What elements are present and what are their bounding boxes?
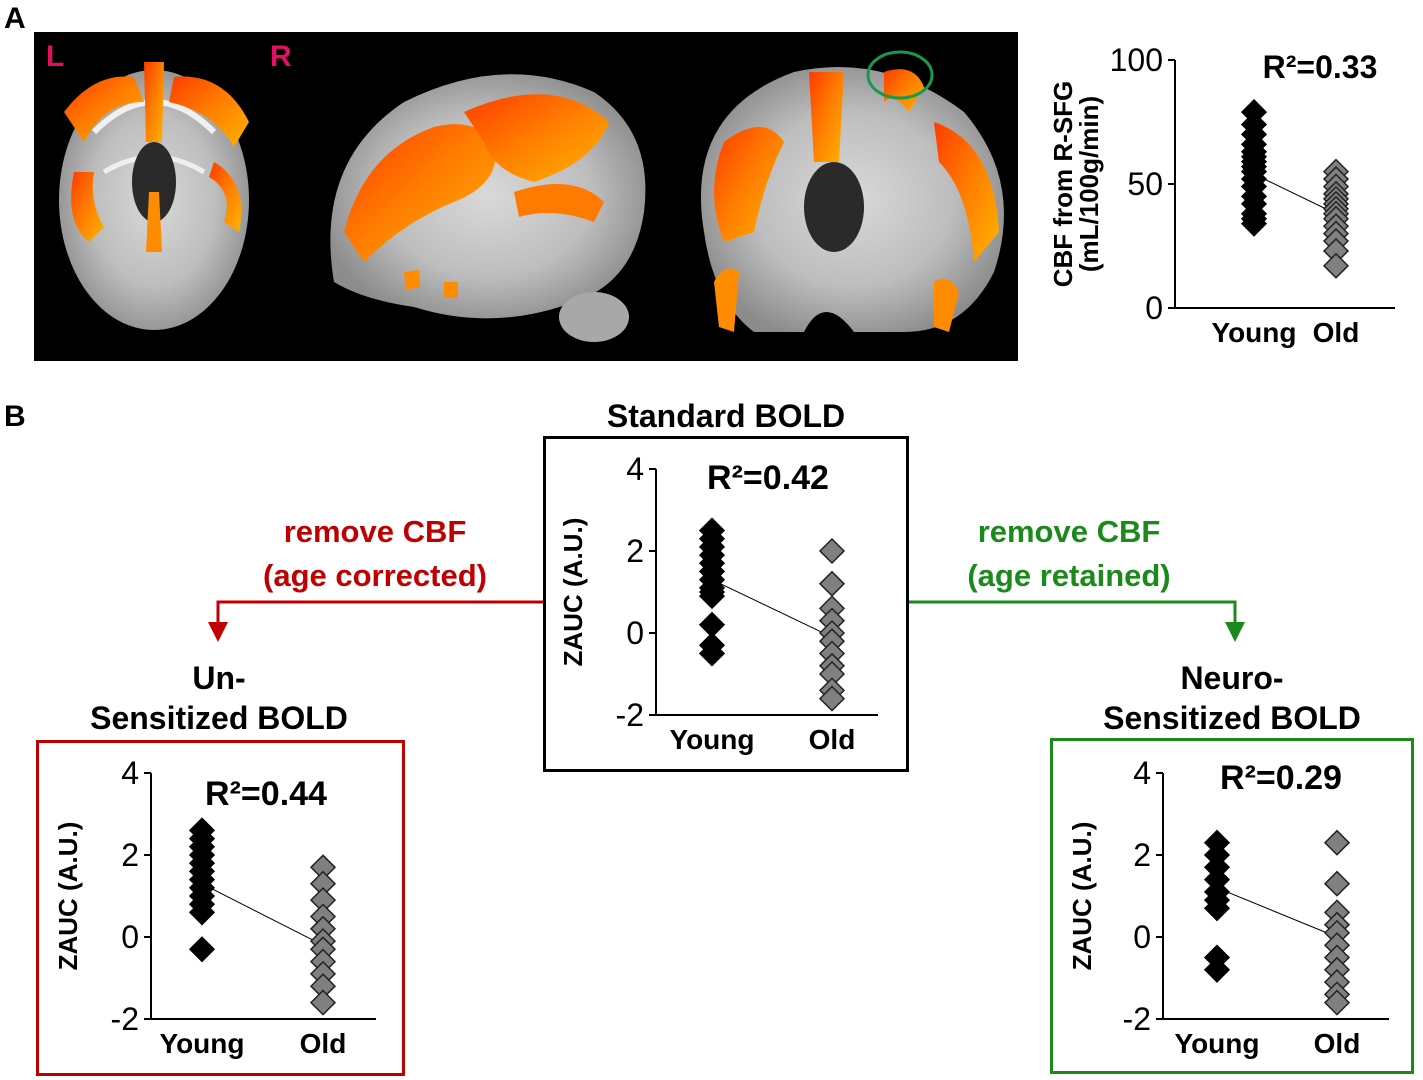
y-tick-label: 0 <box>626 615 644 651</box>
y-tick-label: 0 <box>121 919 139 955</box>
x-category-label: Old <box>1313 317 1360 348</box>
trend-line <box>1253 173 1337 215</box>
young-data-point <box>698 640 726 667</box>
y-axis-label: ZAUC (A.U.) <box>1067 822 1097 971</box>
y-axis-label: CBF from R-SFG <box>1048 81 1078 288</box>
x-category-label: Young <box>1174 1028 1259 1059</box>
right-flow-label-line2: (age retained) <box>967 558 1171 593</box>
y-tick-label: 4 <box>1133 755 1151 791</box>
old-data-point <box>1323 829 1351 856</box>
standard-bold-frame <box>543 436 909 772</box>
y-tick-label: -2 <box>616 697 644 733</box>
r-squared-label: R²=0.44 <box>205 775 327 813</box>
y-tick-label: 0 <box>1133 919 1151 955</box>
coronal-slice <box>700 67 1004 332</box>
r-squared-label: R²=0.42 <box>707 459 829 497</box>
unsensitized-title-line1: Un- <box>192 660 246 696</box>
y-tick-label: 4 <box>626 451 644 487</box>
right-hemisphere-label: R <box>270 40 292 73</box>
x-category-label: Old <box>300 1028 347 1059</box>
neurosensitized-bold-title: Neuro- Sensitized BOLD <box>1050 658 1414 738</box>
old-data-point <box>818 537 846 565</box>
y-axis-label: (mL/100g/min) <box>1074 96 1104 272</box>
old-data-point <box>309 989 337 1016</box>
right-flow-label-line1: remove CBF <box>977 514 1161 549</box>
y-tick-label: 0 <box>1145 290 1163 326</box>
brain-slices-illustration <box>59 50 1004 342</box>
old-data-point <box>1322 252 1350 279</box>
y-tick-label: 2 <box>626 533 644 569</box>
x-category-label: Young <box>669 724 754 755</box>
x-category-label: Young <box>159 1028 244 1059</box>
panel-letter-b: B <box>4 400 26 433</box>
trend-line <box>711 579 833 638</box>
young-data-point <box>188 899 216 926</box>
y-tick-label: 2 <box>1133 837 1151 873</box>
y-tick-label: -2 <box>111 1001 139 1037</box>
y-tick-label: 100 <box>1110 42 1163 78</box>
r-squared-label: R²=0.33 <box>1263 49 1378 85</box>
brain-activation-images: L R <box>34 32 1018 361</box>
old-data-point <box>818 685 846 712</box>
left-hemisphere-label: L <box>46 40 65 73</box>
y-tick-label: -2 <box>1123 1001 1151 1037</box>
y-tick-label: 50 <box>1127 166 1163 202</box>
unsensitized-bold-title: Un- Sensitized BOLD <box>36 658 402 738</box>
neurosensitized-bold-frame <box>1050 738 1414 1074</box>
y-tick-label: 2 <box>121 837 139 873</box>
young-data-point <box>698 583 726 610</box>
neurosensitized-title-line2: Sensitized BOLD <box>1103 700 1361 736</box>
sagittal-slice <box>330 74 646 342</box>
roi-circle <box>866 50 934 100</box>
young-data-point <box>1203 895 1231 922</box>
young-data-point <box>188 936 216 963</box>
unsensitized-title-line2: Sensitized BOLD <box>90 700 348 736</box>
left-flow-label: remove CBF (age corrected) <box>250 510 500 598</box>
trend-line <box>1216 887 1338 938</box>
y-axis-label: ZAUC (A.U.) <box>558 518 588 667</box>
axial-slice <box>59 62 249 330</box>
r-squared-label: R²=0.29 <box>1220 759 1342 797</box>
old-data-point <box>1323 989 1351 1016</box>
old-data-point <box>1323 870 1351 897</box>
unsensitized-bold-frame <box>36 740 405 1076</box>
panel-letter-a: A <box>4 2 26 35</box>
right-arrow <box>909 600 1245 642</box>
x-category-label: Old <box>809 724 856 755</box>
trend-line <box>201 883 324 946</box>
neurosensitized-title-line1: Neuro- <box>1180 660 1284 696</box>
y-axis-label: ZAUC (A.U.) <box>53 822 83 971</box>
young-data-point <box>1240 210 1268 237</box>
standard-bold-title: Standard BOLD <box>606 398 846 434</box>
left-flow-label-line2: (age corrected) <box>263 558 487 593</box>
right-flow-label: remove CBF (age retained) <box>944 510 1194 598</box>
x-category-label: Young <box>1211 317 1296 348</box>
y-tick-label: 4 <box>121 755 139 791</box>
left-flow-label-line1: remove CBF <box>283 514 467 549</box>
left-arrow <box>208 600 543 642</box>
x-category-label: Old <box>1314 1028 1361 1059</box>
young-data-point <box>1203 956 1231 983</box>
